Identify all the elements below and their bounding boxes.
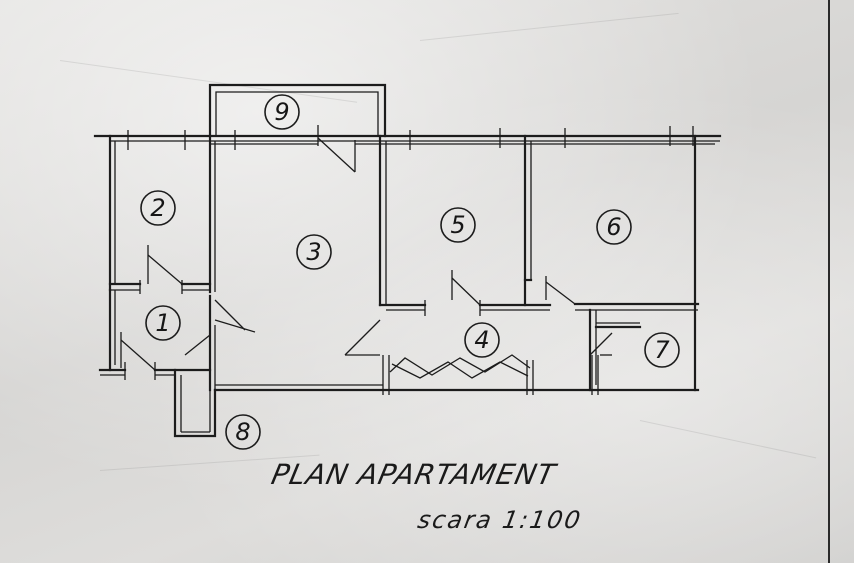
- room-7-number: 7: [654, 336, 670, 364]
- room-2-number: 2: [150, 194, 165, 222]
- room-9-circle: [264, 94, 300, 130]
- entrance-vestibule: [173, 368, 217, 438]
- balcony-outline: [208, 83, 387, 138]
- room-6-walls: [523, 134, 700, 392]
- room-6-number: 6: [606, 213, 621, 241]
- hallway-4-details: [382, 354, 599, 395]
- room-5-number: 5: [450, 211, 465, 239]
- room-7-circle: [644, 332, 680, 368]
- room-7-walls: [588, 308, 642, 392]
- plan-scale: scara 1:100: [415, 506, 585, 534]
- room-1-number: 1: [155, 309, 170, 337]
- room-1-walls: [98, 288, 256, 392]
- room-1-circle: [145, 305, 181, 341]
- room-9-number: 9: [274, 98, 289, 126]
- room-4-number: 4: [474, 326, 489, 354]
- room-2-circle: [140, 190, 176, 226]
- plan-title: PLAN APARTAMENT: [268, 458, 559, 491]
- room-8-number: 8: [235, 418, 250, 446]
- room-4-circle: [464, 322, 500, 358]
- exterior-wall-top: [93, 126, 722, 150]
- margin-line: [828, 0, 830, 563]
- room-2-walls: [108, 134, 216, 294]
- room-5-walls: [344, 134, 552, 356]
- room-labels: 1 2 3 4 5 6 7 8 9: [140, 94, 680, 450]
- room-5-circle: [440, 207, 476, 243]
- room-8-circle: [225, 414, 261, 450]
- room-3-circle: [296, 234, 332, 270]
- room-3-number: 3: [306, 238, 321, 266]
- room-3-walls: [213, 125, 700, 392]
- room-6-circle: [596, 209, 632, 245]
